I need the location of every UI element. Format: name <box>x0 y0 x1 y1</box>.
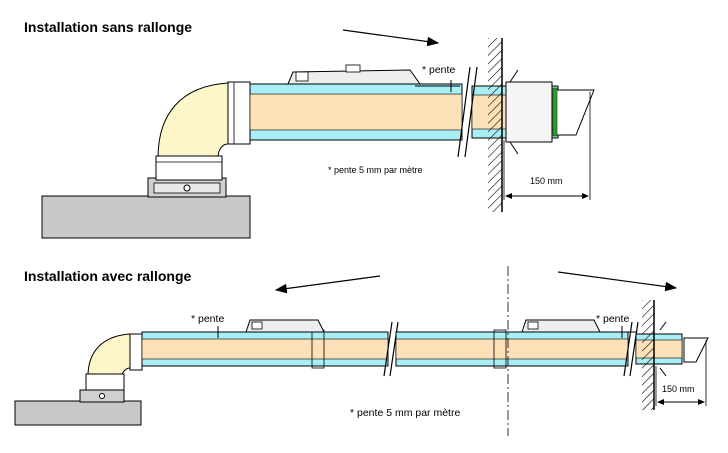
top-elbow-collar <box>155 155 223 181</box>
bottom-flow-arrow-left <box>274 275 381 294</box>
top-dimension-label: 150 mm <box>530 176 563 186</box>
bottom-break-line-1 <box>383 321 393 377</box>
bottom-support-clip-left <box>245 319 325 333</box>
bottom-terminal <box>659 321 709 377</box>
bottom-support-clip-right <box>521 319 601 333</box>
top-duct-left <box>249 83 463 141</box>
top-title: Installation sans rallonge <box>24 19 192 35</box>
bottom-dimension-label: 150 mm <box>662 384 695 394</box>
bottom-elbow <box>87 333 131 377</box>
top-support-clip <box>287 64 421 85</box>
top-green-seal <box>552 87 558 137</box>
bottom-duct-segment-2 <box>395 329 629 369</box>
bottom-wall <box>642 300 655 410</box>
bottom-break-line-2 <box>623 321 633 377</box>
bottom-base-adapter <box>79 389 125 403</box>
top-terminal <box>505 69 595 155</box>
top-elbow <box>157 82 229 159</box>
top-slope-note: * pente 5 mm par mètre <box>328 165 423 175</box>
bottom-floor-block <box>14 400 142 426</box>
bottom-title: Installation avec rallonge <box>24 268 191 284</box>
bottom-duct-segment-1 <box>141 329 389 369</box>
bottom-slope-marker-left: * pente <box>191 313 224 325</box>
top-diagram: Installation sans rallonge <box>24 19 595 239</box>
bottom-slope-note: * pente 5 mm par mètre <box>350 407 460 419</box>
top-flow-arrow <box>342 29 440 47</box>
bottom-diagram: Installation avec rallonge <box>14 266 709 436</box>
top-base-adapter <box>147 177 227 198</box>
bottom-elbow-collar <box>85 373 125 391</box>
bottom-flow-arrow-right <box>557 271 678 292</box>
top-elbow-flange <box>227 81 251 145</box>
top-slope-marker: * pente <box>422 64 455 76</box>
bottom-slope-marker-right: * pente <box>596 313 629 325</box>
top-break-line <box>457 66 471 158</box>
top-floor-block <box>41 195 251 239</box>
top-wall <box>488 38 503 212</box>
bottom-elbow-flange <box>129 333 143 371</box>
